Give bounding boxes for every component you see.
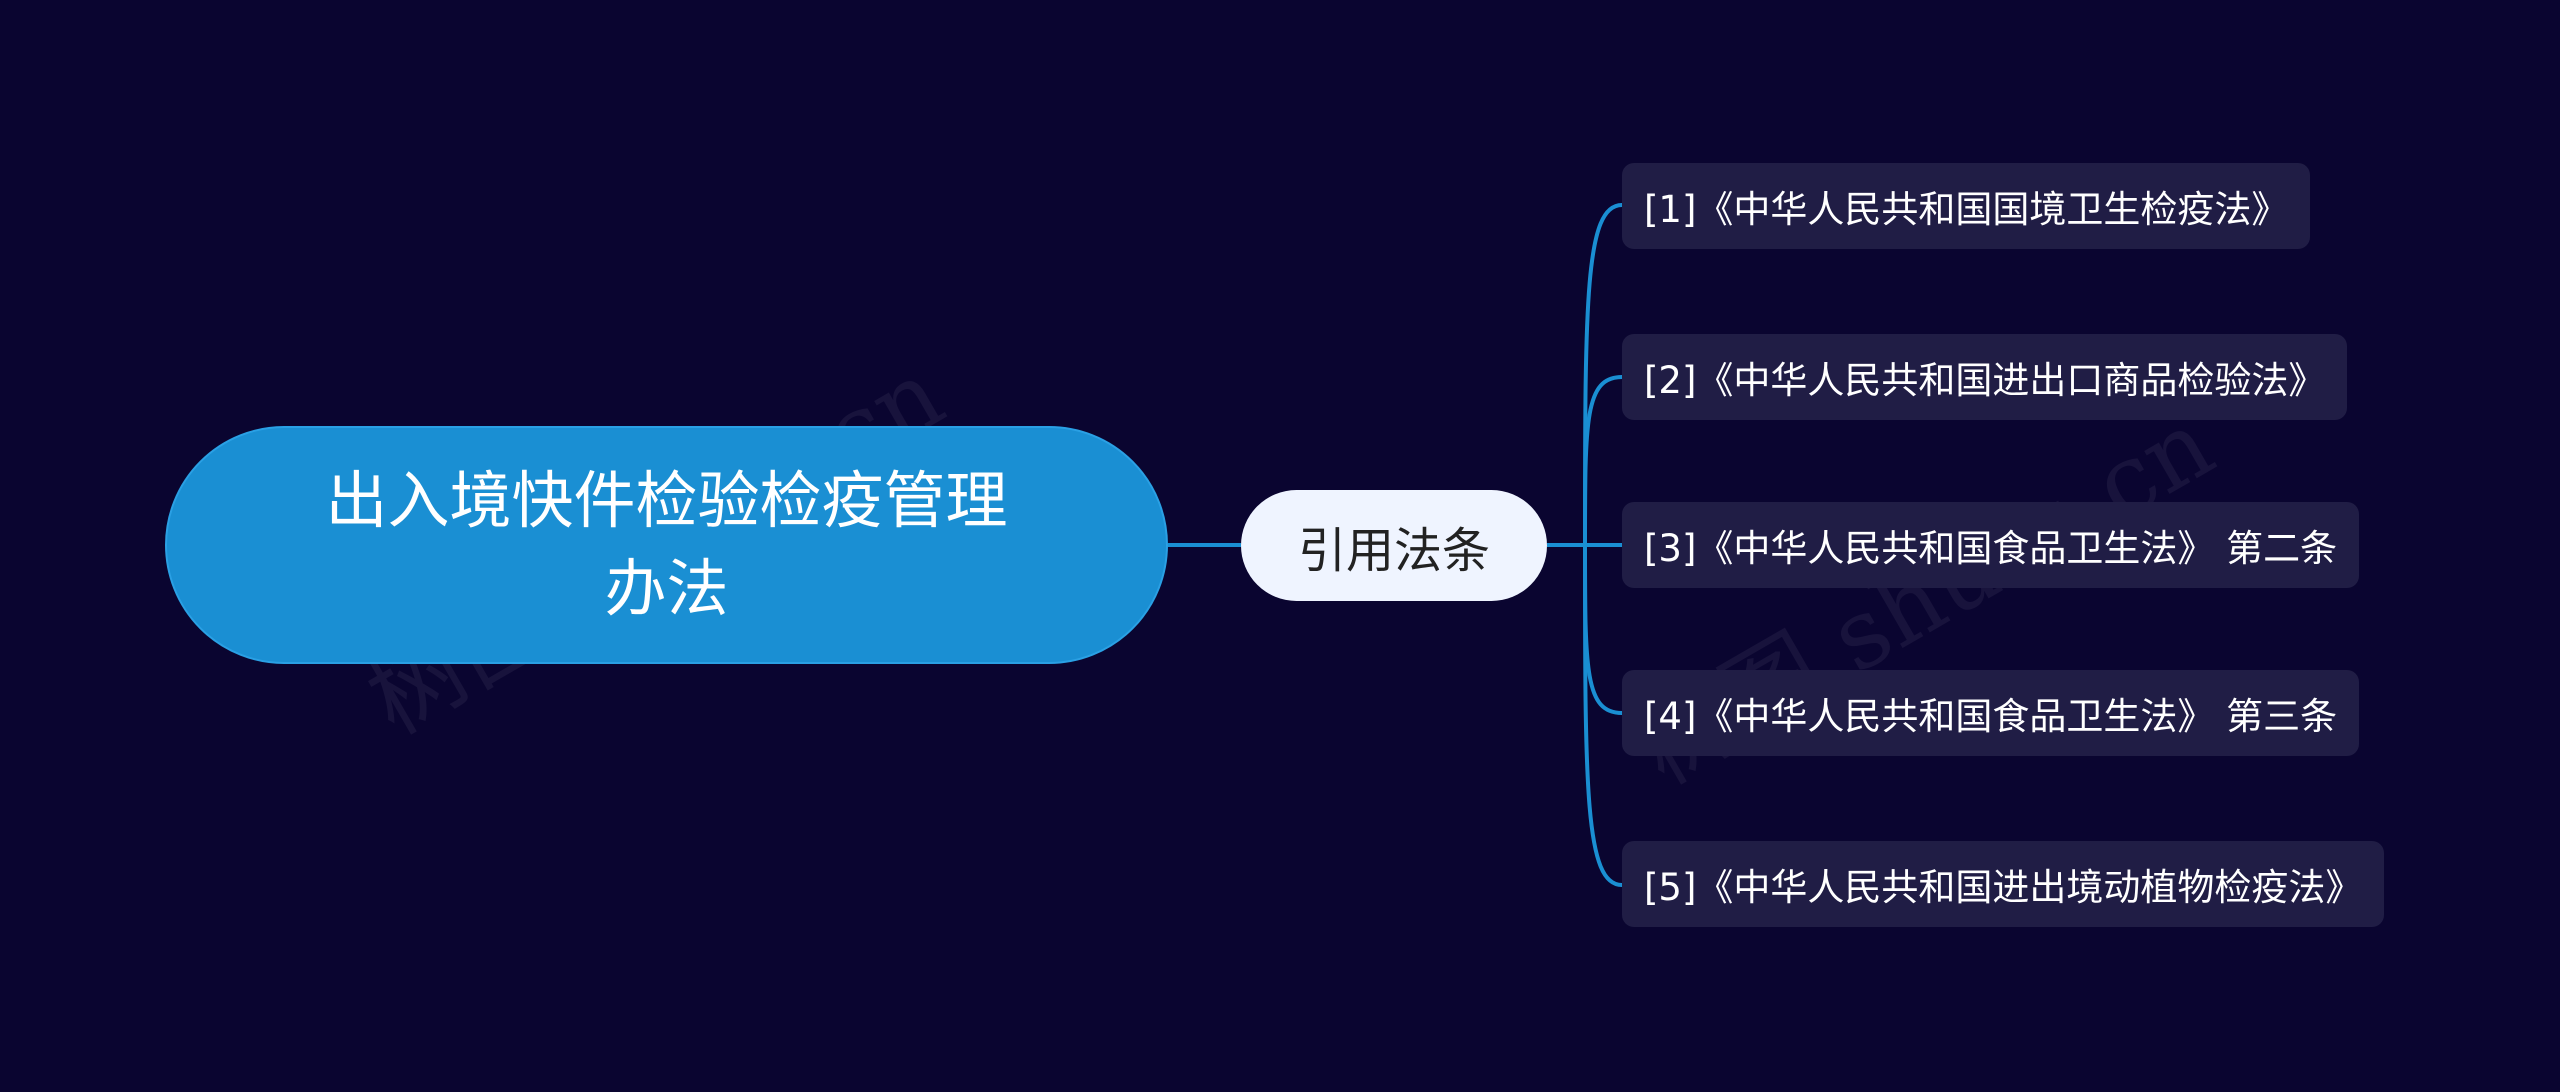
branch-node-label: 引用法条 (1297, 522, 1490, 579)
leaf-node-2[interactable]: [2]《中华人民共和国进出口商品检验法》 (1622, 334, 2348, 420)
leaf-node-label: [5]《中华人民共和国进出境动植物检疫法》 (1644, 866, 2363, 909)
connector-leaf-1 (1583, 203, 1623, 546)
leaf-node-4[interactable]: [4]《中华人民共和国食品卫生法》 第三条 (1622, 670, 2360, 756)
leaf-node-label: [1]《中华人民共和国国境卫生检疫法》 (1644, 188, 2289, 231)
connector-leaf-2 (1583, 375, 1623, 546)
leaf-node-3[interactable]: [3]《中华人民共和国食品卫生法》 第二条 (1622, 502, 2360, 588)
leaf-node-label: [3]《中华人民共和国食品卫生法》 第二条 (1644, 527, 2338, 570)
root-node-label: 出入境快件检验检疫管理办法 (325, 464, 1008, 625)
leaf-node-label: [4]《中华人民共和国食品卫生法》 第三条 (1644, 695, 2338, 738)
branch-node-cited-laws[interactable]: 引用法条 (1241, 490, 1547, 601)
connector-leaf-5 (1583, 544, 1623, 887)
leaf-node-label: [2]《中华人民共和国进出口商品检验法》 (1644, 359, 2326, 402)
leaf-node-1[interactable]: [1]《中华人民共和国国境卫生检疫法》 (1622, 163, 2311, 249)
leaf-node-5[interactable]: [5]《中华人民共和国进出境动植物检疫法》 (1622, 841, 2385, 927)
connector-leaf-4 (1583, 544, 1623, 715)
root-node[interactable]: 出入境快件检验检疫管理办法 (165, 426, 1168, 664)
